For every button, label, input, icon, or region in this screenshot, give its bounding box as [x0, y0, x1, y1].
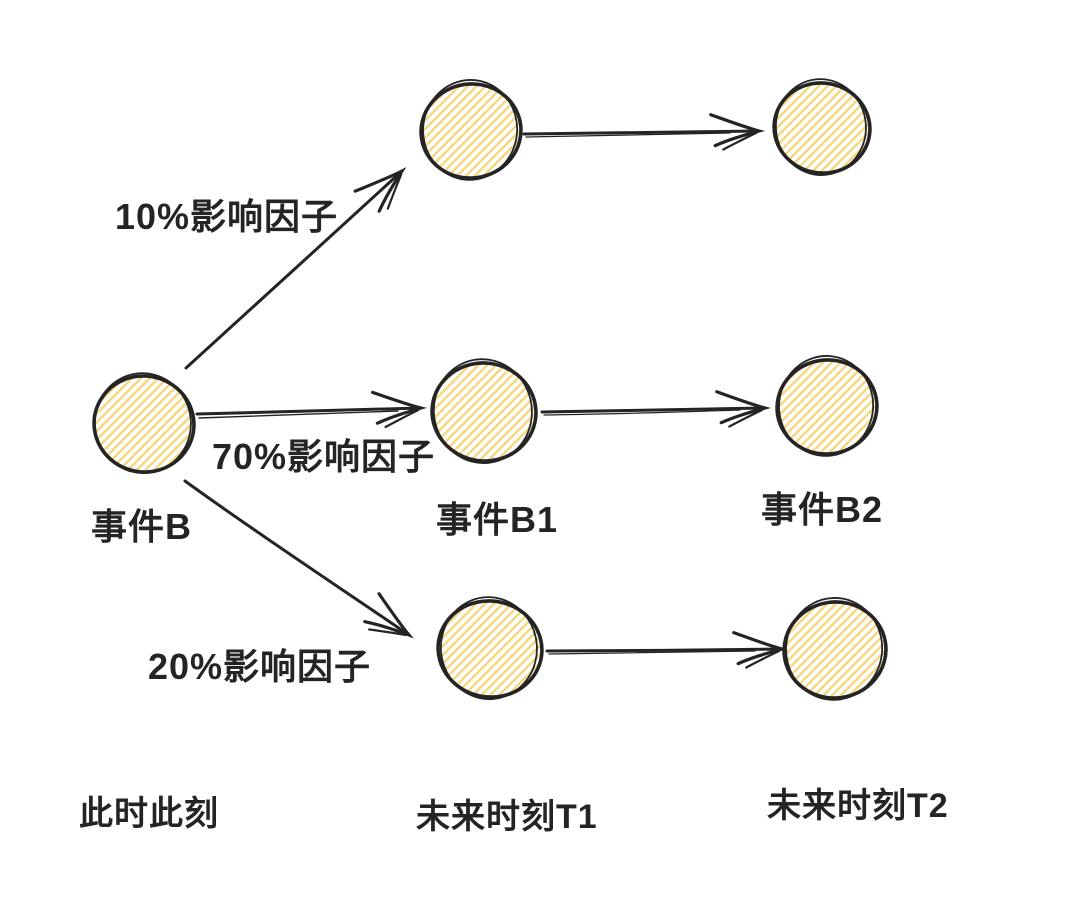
edge-top-t1-t2 [522, 113, 766, 151]
node-branch-bottom-t1 [436, 596, 544, 700]
node-branch-top-t2 [772, 78, 872, 176]
node-event-b2 [775, 355, 879, 457]
timeline-label-t1: 未来时刻T1 [416, 798, 598, 836]
node-event-b [92, 372, 196, 475]
node-label-event-b2: 事件B2 [761, 489, 884, 530]
edge-70pct [195, 390, 428, 429]
edge-mid-t1-t2 [540, 390, 772, 428]
edge-label-70pct: 70%影响因子 [212, 436, 436, 477]
edge-bottom-t1-t2 [545, 631, 789, 669]
edge-20pct [183, 479, 414, 639]
node-branch-top-t1 [419, 79, 523, 181]
node-branch-bottom-t2 [782, 597, 888, 701]
timeline-label-now: 此时此刻 [79, 795, 219, 833]
timeline-label-t2: 未来时刻T2 [767, 787, 949, 825]
edge-label-20pct: 20%影响因子 [148, 646, 372, 687]
node-label-event-b1: 事件B1 [436, 499, 559, 540]
edge-label-10pct: 10%影响因子 [115, 196, 339, 237]
edge-10pct [184, 166, 407, 370]
node-event-b1 [430, 358, 538, 464]
node-label-event-b: 事件B [91, 506, 192, 547]
